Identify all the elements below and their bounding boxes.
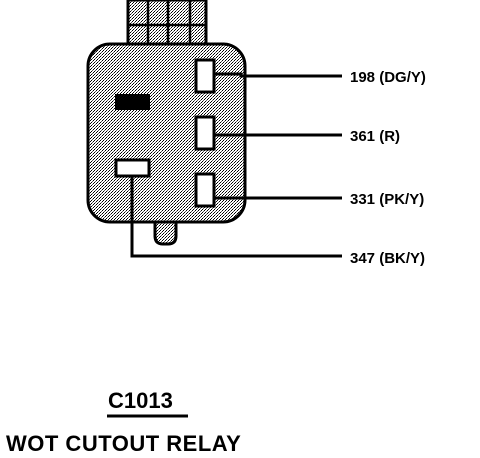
connector-latch (126, 0, 208, 46)
connector-body (86, 42, 247, 224)
wire-label-347: 347 (BK/Y) (350, 250, 425, 267)
wire-color: (R) (379, 128, 400, 145)
wire-circuit: 198 (350, 69, 375, 86)
wire-label-361: 361 (R) (350, 128, 400, 145)
wire-label-198: 198 (DG/Y) (350, 69, 426, 86)
connector-id: C1013 (108, 388, 173, 413)
leader-line-347 (130, 176, 342, 258)
wire-circuit: 347 (350, 250, 375, 267)
wire-color: (DG/Y) (379, 69, 426, 86)
wire-color: (BK/Y) (379, 250, 425, 267)
wire-color: (PK/Y) (379, 191, 424, 208)
leader-line-198 (214, 72, 342, 78)
wire-circuit: 361 (350, 128, 375, 145)
terminal-cavity-3 (194, 172, 216, 208)
wire-label-331: 331 (PK/Y) (350, 191, 424, 208)
component-name: WOT CUTOUT RELAY (6, 431, 241, 456)
polarizing-key (115, 94, 150, 110)
terminal-cavity-4 (114, 158, 151, 178)
terminal-cavity-2 (194, 115, 216, 151)
terminal-cavity-1 (194, 58, 216, 94)
wire-circuit: 331 (350, 191, 375, 208)
